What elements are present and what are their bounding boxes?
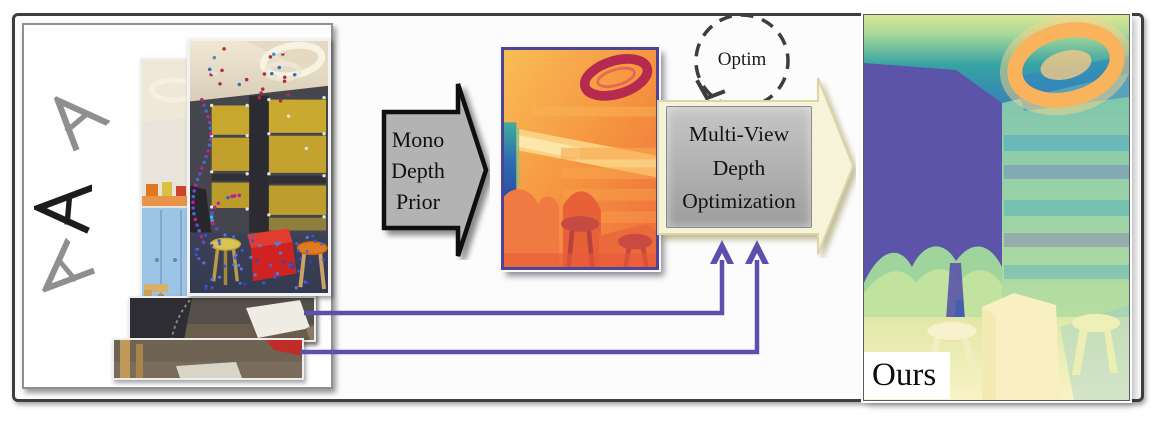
mvd-line2: Depth [712, 155, 766, 180]
mvd-line3: Optimization [682, 189, 796, 213]
multi-view-depth-box: Multi-View Depth Optimization [666, 106, 812, 228]
input-photo-keypoints [187, 38, 331, 296]
mvd-line1: Multi-View [688, 122, 790, 146]
input-photo-floor-1 [128, 296, 316, 342]
mono-depth-prior-label: Mono Depth Prior [378, 124, 458, 217]
mono-depth-prior-arrow [381, 83, 489, 257]
optim-label: Optim [717, 49, 767, 70]
ours-depth-map [863, 14, 1130, 401]
input-photo-floor-2 [112, 338, 304, 380]
keypoint-dots [191, 47, 326, 291]
mono-line2: Depth [391, 158, 445, 183]
mono-line3: Prior [396, 189, 440, 214]
ours-label: Ours [864, 352, 950, 399]
mono-depth-map [501, 47, 659, 270]
multi-view-depth-label: Multi-View Depth Optimization [667, 107, 811, 219]
mono-line1: Mono [391, 127, 445, 152]
